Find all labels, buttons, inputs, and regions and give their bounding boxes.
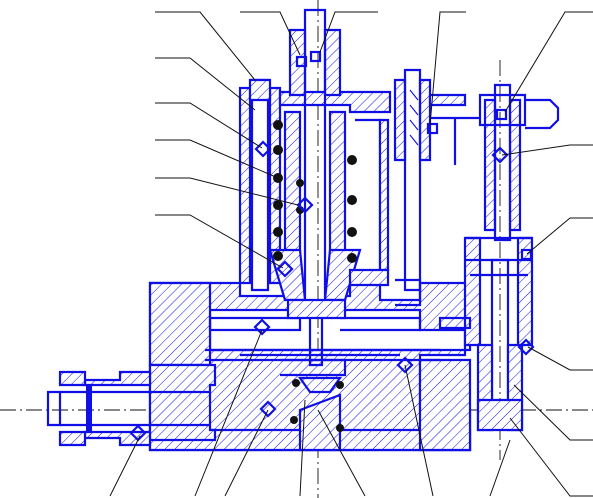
main-body bbox=[148, 281, 472, 452]
pilot-valve bbox=[393, 68, 480, 307]
right-column bbox=[438, 83, 560, 432]
callout-leaders bbox=[109, 11, 593, 497]
springs bbox=[273, 120, 518, 432]
inlet-fitting bbox=[46, 363, 217, 447]
top-cover bbox=[268, 8, 392, 394]
